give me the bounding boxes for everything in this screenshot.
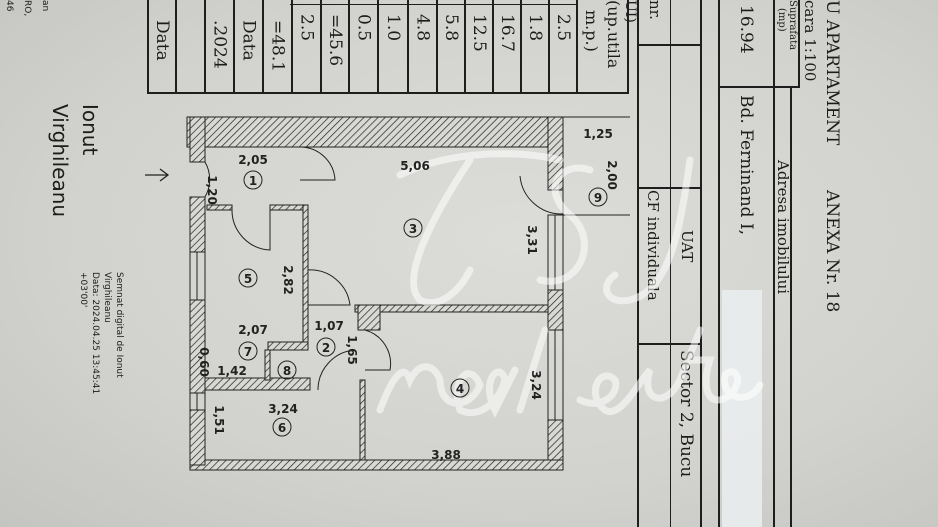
signer-last-name: Virghileanu (48, 104, 72, 218)
room-marker (450, 378, 470, 398)
dimension-label: 1,42 (217, 364, 247, 378)
table-cell-value: 2.5 (553, 14, 573, 42)
table-cell: =48.1 (262, 0, 291, 92)
table-cell: Data (147, 0, 175, 92)
table-cell: 1.0 (377, 0, 407, 92)
table-cell-value: 0.5 (353, 14, 374, 42)
dimension-label: 2,82 (281, 265, 295, 295)
table-cell-value: 1.0 (383, 14, 403, 42)
area-value: 16.94 (736, 5, 756, 54)
area-label: Suprafata (787, 0, 798, 51)
table-cell-value: 1.8 (525, 14, 545, 42)
dimension-label: 1,51 (212, 405, 226, 435)
table-cell-value: 16.7 (497, 14, 517, 52)
ui-label: UI) (622, 0, 638, 23)
dimension-label: 1,65 (345, 335, 359, 365)
room-marker (277, 360, 297, 380)
edge-fragment: 46 (4, 0, 14, 12)
nr-label: nr. (646, 0, 664, 20)
room-marker (238, 268, 258, 288)
table-cell: 16.7 (492, 0, 520, 92)
signer-first-name: Ionut (78, 104, 102, 156)
cf-label: CF individuala (644, 190, 662, 301)
room-marker (243, 170, 263, 190)
room-number: 5 (244, 272, 252, 286)
table-cell-value: 2.5 (296, 14, 317, 42)
table-cell: 2.5 (291, 0, 320, 92)
room-number: 8 (283, 364, 291, 378)
entrance-arrow-icon (145, 168, 170, 182)
dimension-label: 3,31 (525, 225, 539, 255)
signature-timezone: +03'00' (78, 272, 88, 308)
edge-fragment: an (40, 0, 50, 12)
edge-fragment: RO, (22, 0, 32, 17)
table-border (147, 92, 627, 94)
area-unit: (mp) (776, 8, 787, 32)
dimension-label: 5,06 (400, 159, 430, 173)
room-number: 1 (249, 174, 257, 188)
document-title: U APARTAMENT (822, 0, 842, 146)
room-marker (588, 187, 608, 207)
table-cell-value: Data (238, 20, 259, 61)
table-cell-value: .2024 (209, 20, 230, 69)
table-cell (175, 0, 204, 92)
table-cell: 5.8 (436, 0, 464, 92)
room-number: 3 (409, 222, 417, 236)
dimension-label: 0,60 (197, 347, 211, 377)
dimension-label: 2,05 (238, 153, 268, 167)
annex-number: ANEXA Nr. 18 (822, 190, 842, 313)
room-number: 6 (278, 421, 286, 435)
room-number: 4 (456, 382, 464, 396)
dimension-label: 2,07 (238, 323, 268, 337)
address-label: Adresa imobilului (774, 160, 792, 295)
uat-label: UAT (678, 230, 696, 263)
dimension-label: 2,00 (605, 160, 619, 190)
dimension-label: 1,25 (583, 127, 613, 141)
table-cell: 12.5 (464, 0, 492, 92)
room-marker (403, 218, 423, 238)
room-marker (238, 341, 258, 361)
table-header: (up.utila (604, 0, 623, 69)
room-number: 7 (244, 345, 252, 359)
room-number: 9 (594, 191, 602, 205)
table-border (290, 4, 576, 5)
table-cell-value: =45.6 (325, 14, 345, 67)
dimension-label: 3,88 (431, 448, 461, 462)
dimension-label: 3,24 (529, 370, 543, 400)
dimension-label: 1,20 (205, 175, 219, 205)
table-cell: =45.6 (320, 0, 348, 92)
room-marker (272, 417, 292, 437)
room-number: 2 (322, 341, 330, 355)
table-header: m.p.) (582, 10, 601, 52)
table-cell-value: 4.8 (412, 14, 433, 42)
dimension-label: 1,07 (314, 319, 344, 333)
table-cell: 2.5 (548, 0, 576, 92)
table-cell: .2024 (204, 0, 233, 92)
walls (186, 116, 564, 471)
signature-date: Data: 2024.04.25 13:45:41 (90, 272, 100, 395)
signature-line: Virghileanu (102, 272, 112, 323)
scale: cara 1:100 (801, 0, 819, 82)
table-cell-value: Data (152, 20, 172, 61)
table-cell-value: 12.5 (469, 14, 489, 52)
room-marker (316, 337, 336, 357)
dimension-label: 3,24 (268, 402, 298, 416)
table-cell: Data (233, 0, 262, 92)
table-cell: 0.5 (348, 0, 377, 92)
table-cell-value: =48.1 (267, 20, 288, 73)
signature-line: Semnat digital de Ionut (114, 272, 124, 378)
watermark-logo (376, 150, 764, 418)
address-value: Bd. Ferninand I, (736, 95, 756, 236)
table-cell-value: 5.8 (441, 14, 461, 42)
table-cell: 4.8 (407, 0, 436, 92)
redacted-area (722, 290, 762, 527)
table-cell: 1.8 (520, 0, 548, 92)
